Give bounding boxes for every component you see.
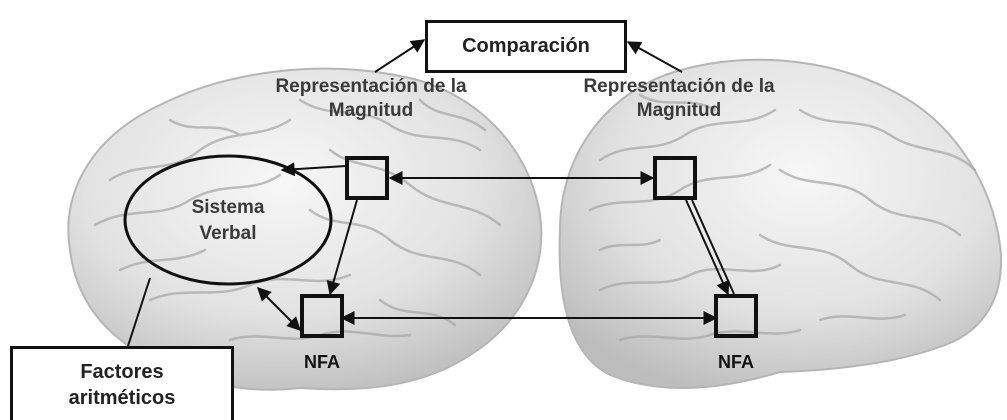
right-hemisphere: [558, 58, 1002, 389]
right-magnitude-label: Representación de la Magnitud: [548, 75, 810, 123]
left-magnitude-label: Representación de la Magnitud: [240, 75, 502, 123]
arrow-left-magnitude-to-nfa: [326, 199, 358, 296]
left-nfa-region: [300, 294, 344, 338]
right-magnitude-label-line2: Magnitud: [636, 99, 722, 121]
arithmetic-factors-box: Factores aritméticos: [10, 346, 234, 420]
left-magnitude-label-line1: Representación de la: [275, 76, 467, 97]
verbal-system-label-line1: Sistema: [191, 197, 265, 218]
left-nfa-label: NFA: [304, 352, 340, 372]
left-magnitude-region: [345, 156, 389, 200]
verbal-system-label-line2: Verbal: [199, 222, 257, 244]
arrow-right-magnitude-to-nfa-b: [691, 199, 735, 295]
verbal-system-label: Sistema Verbal: [168, 195, 288, 246]
arrow-right-magnitude-to-comparison: [626, 41, 683, 73]
right-magnitude-region: [653, 156, 697, 200]
line-verbal-to-factors: [127, 277, 151, 347]
right-magnitude-label-line1: Representación de la: [583, 76, 775, 97]
right-nfa-region: [714, 294, 758, 338]
arrow-right-magnitude-to-nfa-a: [685, 199, 730, 296]
verbal-system-ellipse: [123, 154, 333, 286]
arithmetic-factors-line2: aritméticos: [68, 386, 176, 409]
arithmetic-factors-line1: Factores: [80, 360, 164, 383]
right-nfa-label: NFA: [718, 352, 754, 372]
arrow-verbal-nfa: [257, 287, 301, 331]
comparison-box: Comparación: [425, 20, 627, 73]
comparison-label: Comparación: [462, 35, 590, 57]
connections: [127, 39, 735, 347]
arrow-left-magnitude-to-comparison: [374, 39, 426, 73]
left-magnitude-label-line2: Magnitud: [328, 99, 414, 121]
